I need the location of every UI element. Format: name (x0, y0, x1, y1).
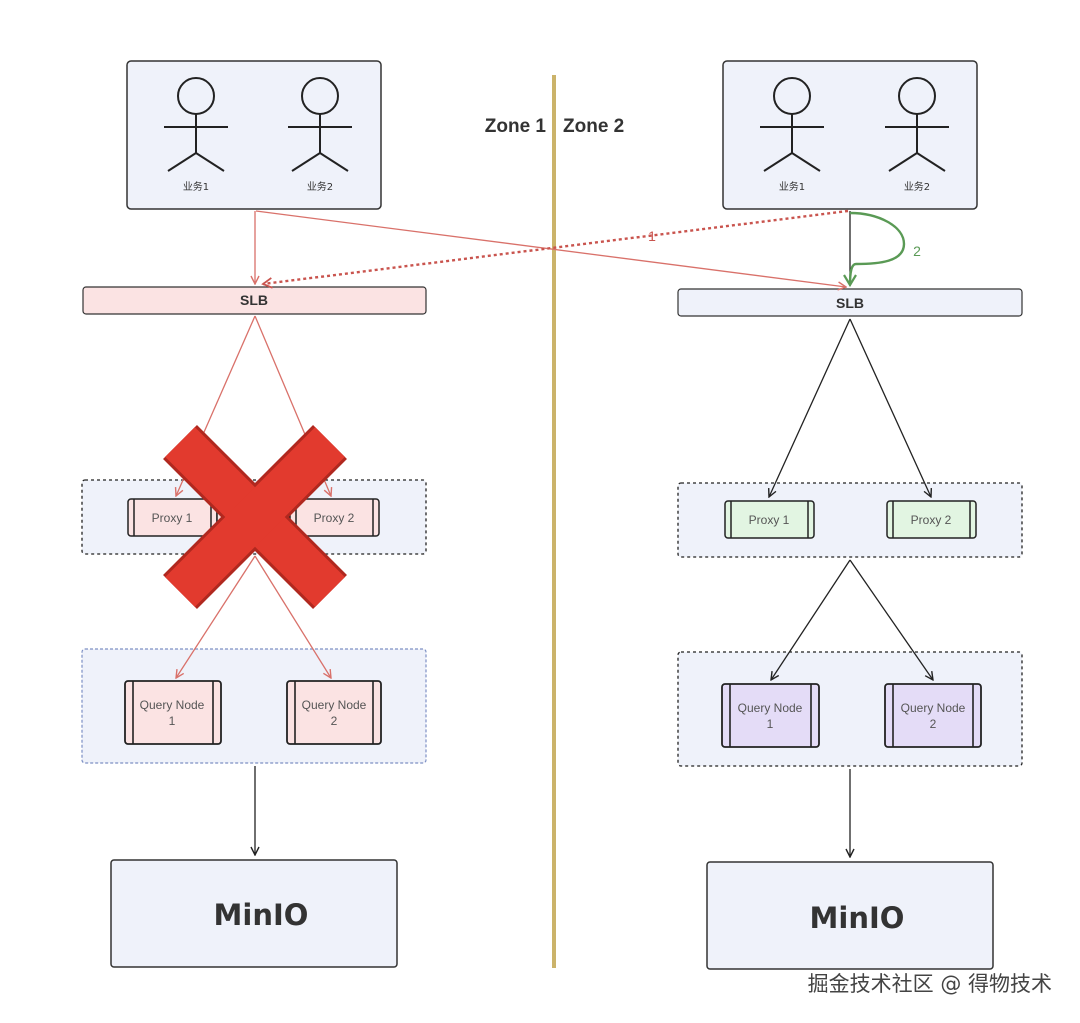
local-retry-route-2 (843, 211, 906, 288)
svg-text:Query Node: Query Node (302, 698, 367, 712)
zone-2-actor-2-icon (885, 77, 949, 172)
local-retry-route-2-label: 2 (913, 243, 921, 259)
svg-text:Proxy 2: Proxy 2 (911, 513, 952, 527)
zone-1-to-zone-2-slb-arrow (255, 210, 846, 287)
svg-text:Proxy 2: Proxy 2 (314, 511, 355, 525)
zone-1-actor-1-icon (164, 77, 228, 172)
zone-2-proxy-2: Proxy 2 (886, 500, 977, 539)
zone-2-proxy-group: Proxy 1 Proxy 2 (677, 482, 1023, 558)
svg-text:1: 1 (169, 714, 176, 728)
zone-2-proxy-1: Proxy 1 (724, 500, 815, 539)
failure-cross-mark (163, 425, 347, 609)
zone-2-label: Zone 2 (563, 116, 624, 137)
watermark: 掘金技术社区 @ 得物技术 (808, 972, 1052, 996)
zone-1-query-node-2: Query Node 2 (286, 680, 382, 745)
zone-1-actor-2-label: 业务2 (307, 180, 333, 193)
zone-2-minio: MinIO (706, 861, 994, 970)
zone-2-actor-2-label: 业务2 (904, 180, 930, 193)
svg-text:2: 2 (930, 717, 937, 731)
zone-2-client-box: 业务1 业务2 (722, 60, 978, 210)
zone-1-actor-1-label: 业务1 (183, 180, 209, 193)
svg-text:Query Node: Query Node (140, 698, 205, 712)
svg-text:MinIO: MinIO (810, 901, 905, 935)
zone-1-slb: SLB (82, 286, 427, 315)
zone-2-actor-1-label: 业务1 (779, 180, 805, 193)
zone-1-proxy-1: Proxy 1 (127, 498, 218, 537)
zone-2-actor-1-icon (760, 77, 824, 172)
svg-text:2: 2 (331, 714, 338, 728)
zone-1-query-node-1: Query Node 1 (124, 680, 222, 745)
svg-text:Query Node: Query Node (738, 701, 803, 715)
svg-text:1: 1 (767, 717, 774, 731)
svg-text:Proxy 1: Proxy 1 (152, 511, 193, 525)
zone-1-query-node-group: Query Node 1 Query Node 2 (81, 648, 427, 764)
svg-text:Query Node: Query Node (901, 701, 966, 715)
zone-1-actor-2-icon (288, 77, 352, 172)
zone-2-healthy-paths (769, 318, 933, 857)
svg-text:Proxy 1: Proxy 1 (749, 513, 790, 527)
zone-1-client-box: 业务1 业务2 (126, 60, 382, 210)
zone-1-minio: MinIO (110, 859, 398, 968)
failover-route-1-label: 1 (648, 228, 656, 244)
zone-1-proxy-2: Proxy 2 (289, 498, 380, 537)
zone-2-slb-label: SLB (836, 295, 864, 311)
zone-1-slb-label: SLB (240, 292, 268, 308)
svg-text:MinIO: MinIO (214, 898, 309, 932)
zone-2-slb: SLB (677, 288, 1023, 317)
zone-2-query-node-1: Query Node 1 (721, 683, 820, 748)
zone-1-label: Zone 1 (485, 116, 547, 137)
zone-2-query-node-2: Query Node 2 (884, 683, 982, 748)
failover-route-1 (261, 209, 849, 289)
zone-2-query-node-group: Query Node 1 Query Node 2 (677, 651, 1023, 767)
